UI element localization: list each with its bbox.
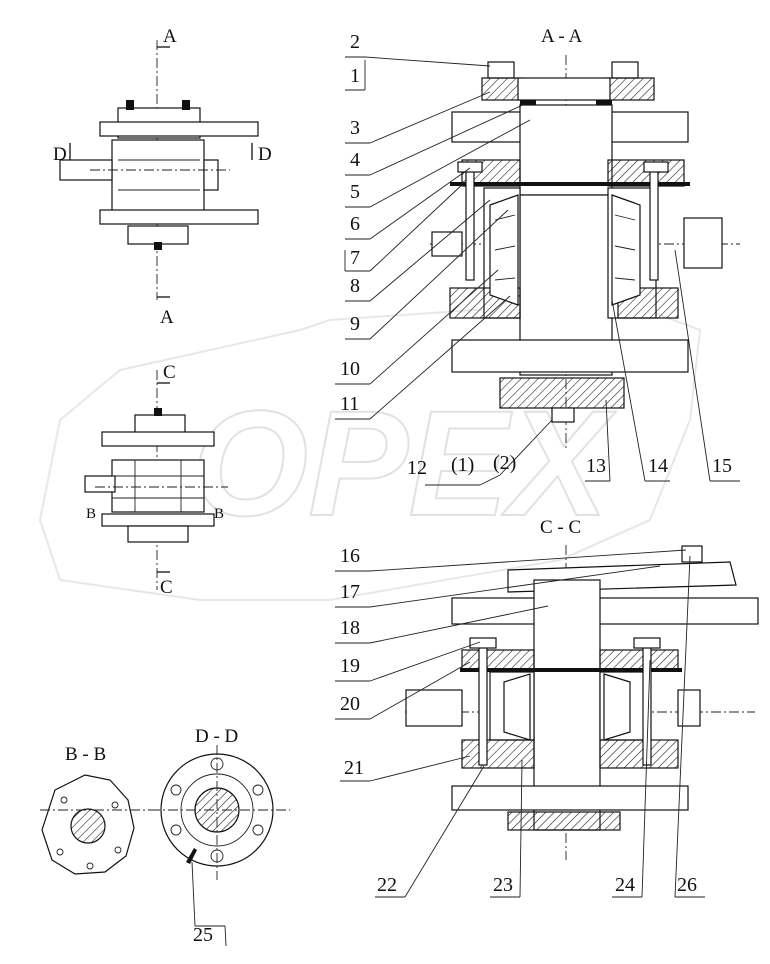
section-mark-b-left: B — [86, 506, 96, 522]
title-c-c: C - C — [540, 517, 581, 538]
section-mark-b-right: B — [214, 506, 224, 522]
callout-5: 5 — [350, 181, 360, 203]
section-mark-c-top: C — [163, 362, 176, 383]
callout-20: 20 — [340, 693, 360, 715]
view-mid-left: C C B B — [84, 362, 228, 598]
callout-2: 2 — [350, 31, 360, 53]
section-mark-a-top: A — [163, 26, 177, 47]
sub-callout-2: (2) — [493, 452, 516, 474]
callout-10: 10 — [340, 358, 360, 380]
callout-15: 15 — [712, 455, 732, 477]
callout-4: 4 — [350, 149, 360, 171]
view-top-left: A A D D — [53, 26, 272, 328]
callout-1: 1 — [350, 65, 360, 87]
section-c-c: C - C — [405, 517, 759, 860]
callout-13: 13 — [586, 455, 606, 477]
section-mark-c-bottom: C — [160, 577, 173, 598]
view-d-d: D - D — [150, 726, 290, 880]
callout-12: 12 — [407, 457, 427, 479]
section-mark-a-bottom: A — [160, 307, 174, 328]
callouts: 2 1 3 4 5 6 7 8 9 10 11 12 — [191, 31, 740, 947]
section-mark-d-right: D — [258, 144, 272, 165]
callout-3: 3 — [350, 117, 360, 139]
callout-23: 23 — [493, 874, 513, 896]
callout-24: 24 — [615, 874, 635, 896]
callout-11: 11 — [340, 393, 359, 415]
callout-18: 18 — [340, 617, 360, 639]
title-a-a: A - A — [541, 26, 582, 47]
callout-8: 8 — [350, 275, 360, 297]
callout-19: 19 — [340, 655, 360, 677]
callout-16: 16 — [340, 545, 360, 567]
title-d-d: D - D — [195, 726, 238, 747]
title-b-b: B - B — [65, 744, 106, 765]
callout-6: 6 — [350, 213, 360, 235]
callout-14: 14 — [648, 455, 668, 477]
sub-callout-1: (1) — [451, 454, 474, 476]
view-b-b: B - B — [40, 744, 150, 875]
callout-26: 26 — [677, 874, 697, 896]
callout-22: 22 — [377, 874, 397, 896]
callout-25: 25 — [193, 924, 213, 946]
section-a-a: A - A — [430, 26, 740, 450]
callout-17: 17 — [340, 581, 360, 603]
callout-7: 7 — [350, 247, 360, 269]
callout-21: 21 — [344, 757, 364, 779]
callout-9: 9 — [350, 313, 360, 335]
